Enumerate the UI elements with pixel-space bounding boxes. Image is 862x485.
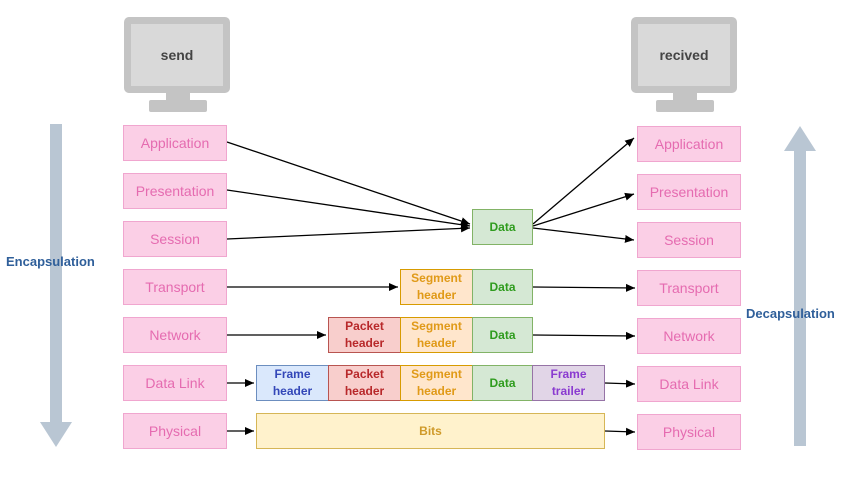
sender-layer-physical: Physical <box>123 413 227 449</box>
pdu-bits: Bits <box>256 413 605 449</box>
sender-layer-application: Application <box>123 125 227 161</box>
pdu-segment-header-network: Segment header <box>400 317 473 353</box>
sender-layer-network: Network <box>123 317 227 353</box>
encapsulation-arrow-icon <box>40 124 72 447</box>
receiver-monitor-icon <box>631 17 737 112</box>
pdu-data-network: Data <box>472 317 533 353</box>
receiver-monitor-label: recived <box>659 47 709 63</box>
receiver-layer-session: Session <box>637 222 741 258</box>
receiver-layer-datalink: Data Link <box>637 366 741 402</box>
receiver-layer-physical: Physical <box>637 414 741 450</box>
pdu-segment-header-datalink: Segment header <box>400 365 473 401</box>
pdu-data-datalink: Data <box>472 365 533 401</box>
pdu-data-application: Data <box>472 209 533 245</box>
decapsulation-label: Decapsulation <box>746 306 835 321</box>
receiver-layer-application: Application <box>637 126 741 162</box>
sender-layer-transport: Transport <box>123 269 227 305</box>
pdu-segment-header-transport: Segment header <box>400 269 473 305</box>
encapsulation-label: Encapsulation <box>6 254 95 269</box>
sender-monitor-label: send <box>160 47 194 63</box>
sender-layer-session: Session <box>123 221 227 257</box>
pdu-packet-header-network: Packet header <box>328 317 401 353</box>
decapsulation-arrow-icon <box>784 126 816 446</box>
pdu-frame-header: Frame header <box>256 365 329 401</box>
pdu-data-transport: Data <box>472 269 533 305</box>
sender-layer-presentation: Presentation <box>123 173 227 209</box>
sender-monitor-icon <box>124 17 230 112</box>
pdu-frame-trailer: Frame trailer <box>532 365 605 401</box>
sender-layer-datalink: Data Link <box>123 365 227 401</box>
receiver-layer-presentation: Presentation <box>637 174 741 210</box>
receiver-layer-transport: Transport <box>637 270 741 306</box>
pdu-packet-header-datalink: Packet header <box>328 365 401 401</box>
receiver-layer-network: Network <box>637 318 741 354</box>
connector-arrows <box>226 137 636 436</box>
